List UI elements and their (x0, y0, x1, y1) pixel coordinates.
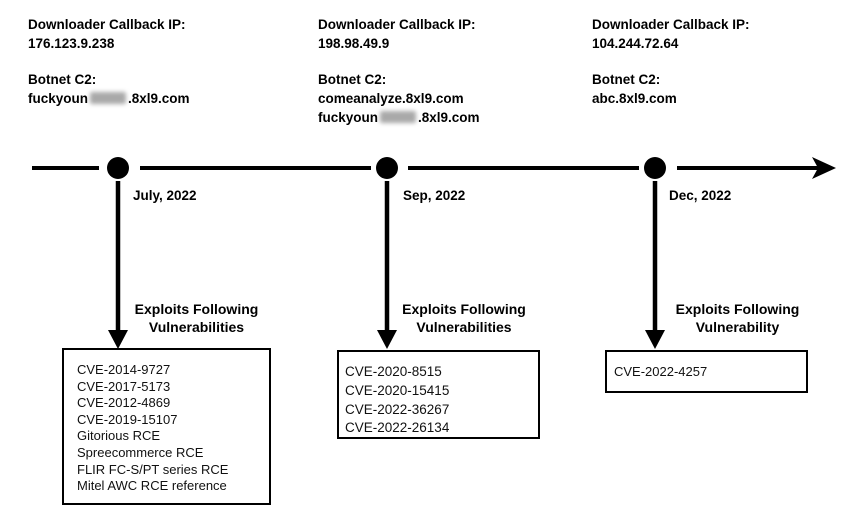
exploit-item: Gitorious RCE (77, 428, 161, 444)
exploit-item: FLIR FC-S/PT series RCE (77, 461, 229, 477)
event-2-date: Sep, 2022 (403, 188, 466, 203)
exploit-item: CVE-2017-5173 (77, 378, 171, 394)
event-2-info: Downloader Callback IP: 198.98.49.9 Botn… (318, 15, 480, 127)
c2-domain: fuckyoun .8xl9.com (318, 108, 480, 127)
timeline-node-dot-1 (107, 157, 129, 179)
callback-ip-label: Downloader Callback IP: (318, 17, 476, 32)
heading-line-2: Vulnerability (695, 318, 780, 335)
heading-line-2: Vulnerabilities (416, 318, 512, 335)
c2-domain-prefix: fuckyoun (318, 110, 379, 125)
redacted-blur (380, 111, 417, 123)
c2-domain: abc.8xl9.com (592, 89, 750, 108)
heading-line-1: Exploits Following (134, 301, 259, 317)
timeline-node-dot-3 (644, 157, 666, 179)
exploit-item: CVE-2020-15415 (345, 382, 450, 398)
c2-domain: comeanalyze.8xl9.com (318, 89, 480, 108)
event-1-info: Downloader Callback IP: 176.123.9.238 Bo… (28, 15, 190, 108)
botnet-c2-label: Botnet C2: (592, 72, 661, 87)
redacted-blur (90, 92, 127, 104)
exploit-item: CVE-2012-4869 (77, 395, 171, 411)
callback-ip-value: 198.98.49.9 (318, 36, 390, 51)
event-3-exploits-heading: Exploits Following Vulnerability (661, 301, 814, 336)
down-arrowhead-icon-1 (108, 330, 128, 349)
exploit-item: CVE-2022-26134 (345, 420, 450, 436)
exploit-item: Spreecommerce RCE (77, 444, 204, 460)
event-1-exploits-heading: Exploits Following Vulnerabilities (120, 301, 273, 336)
event-3-date: Dec, 2022 (669, 188, 732, 203)
callback-ip-label: Downloader Callback IP: (592, 17, 750, 32)
callback-ip-value: 104.244.72.64 (592, 36, 679, 51)
exploit-item: CVE-2014-9727 (77, 362, 171, 377)
event-connector-lines (115, 181, 658, 334)
event-1-exploit-box: CVE-2014-9727 CVE-2017-5173 CVE-2012-486… (62, 348, 271, 505)
heading-line-1: Exploits Following (402, 301, 526, 317)
down-arrowhead-icon-2 (377, 330, 397, 349)
event-2-exploits-heading: Exploits Following Vulnerabilities (388, 301, 540, 336)
c2-domain-suffix: .8xl9.com (128, 91, 190, 106)
botnet-c2-label: Botnet C2: (318, 72, 387, 87)
c2-domain: fuckyoun .8xl9.com (28, 89, 190, 108)
callback-ip-label: Downloader Callback IP: (28, 17, 186, 32)
callback-ip-value: 176.123.9.238 (28, 36, 115, 51)
botnet-c2-label: Botnet C2: (28, 72, 97, 87)
c2-domain-prefix: fuckyoun (28, 91, 89, 106)
exploit-item: CVE-2022-4257 (614, 364, 708, 379)
c2-domain-suffix: .8xl9.com (418, 110, 480, 125)
event-2-exploit-box: CVE-2020-8515 CVE-2020-15415 CVE-2022-36… (337, 350, 540, 439)
event-3-info: Downloader Callback IP: 104.244.72.64 Bo… (592, 15, 750, 108)
exploit-item: Mitel AWC RCE reference (77, 478, 227, 494)
down-arrowhead-icon-3 (645, 330, 665, 349)
exploit-item: CVE-2020-8515 (345, 364, 442, 379)
c2-domain-prefix: comeanalyze.8xl9.com (318, 91, 464, 106)
heading-line-1: Exploits Following (675, 301, 800, 317)
spacer (592, 53, 750, 70)
timeline-node-dot-2 (376, 157, 398, 179)
event-1-date: July, 2022 (133, 188, 197, 203)
exploit-item: CVE-2022-36267 (345, 401, 450, 417)
c2-domain-prefix: abc.8xl9.com (592, 91, 677, 106)
event-3-exploit-box: CVE-2022-4257 (605, 350, 808, 393)
timeline-arrowhead-icon (812, 157, 836, 179)
spacer (28, 53, 190, 70)
heading-line-2: Vulnerabilities (148, 318, 245, 335)
exploit-item: CVE-2019-15107 (77, 411, 178, 427)
spacer (318, 53, 480, 70)
